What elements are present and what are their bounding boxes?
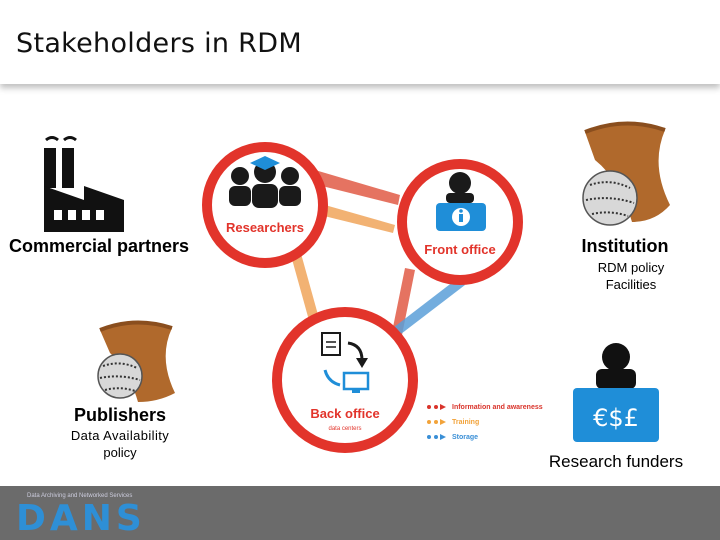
institution-detail-1: RDM policy [597,260,665,275]
document-icon [321,332,341,356]
arrow-curve-blue-icon [323,369,341,387]
researchers-label: Researchers [226,220,304,235]
commercial-partners-label: Commercial partners [8,236,190,256]
legend-item-training: Training [427,419,479,426]
institution-label: Institution [581,236,669,256]
scroll-globe-icon-publishers [97,320,175,402]
svg-text:Information and awareness: Information and awareness [452,404,543,411]
front-office-hub: Front office [397,159,523,285]
publishers-detail-1: Data Availability [70,428,170,443]
computer-icon [342,371,370,391]
front-office-label: Front office [424,242,496,257]
legend: Information and awareness Training Stora… [427,404,543,441]
arrow-researchers-to-front [315,170,400,205]
legend-item-information: Information and awareness [427,404,543,411]
person-icon [449,172,471,194]
back-office-hub: Back office data centers [272,307,418,453]
svg-text:Training: Training [452,419,479,426]
researchers-hub: Researchers [202,142,328,268]
currency-symbols: €$£ [593,404,639,432]
slide-title: Stakeholders in RDM [16,28,302,59]
currency-panel [573,388,659,442]
scroll-globe-icon-institution [582,121,670,226]
funder-icon: €$£ [573,343,659,442]
arrow-front-to-researchers [320,205,395,233]
stakeholder-diagram: Researchers Front office Back office dat… [44,121,670,453]
publishers-detail-2: policy [103,445,137,460]
svg-text:Storage: Storage [452,434,478,441]
publishers-label: Publishers [73,405,167,425]
back-office-sub-label: data centers [328,426,361,432]
back-office-label: Back office [310,406,379,421]
legend-item-storage: Storage [427,434,478,441]
institution-detail-2: Facilities [605,277,657,292]
research-funders-label: Research funders [548,452,684,471]
footer-caption: Data Archiving and Networked Services [27,493,133,499]
arrow-curve-icon [347,341,364,361]
footer: Data Archiving and Networked Services DA… [0,486,720,540]
researchers-icon [229,156,301,208]
title-bar: Stakeholders in RDM [0,0,720,84]
dans-logo: DANS [16,498,146,539]
factory-icon [44,136,124,232]
